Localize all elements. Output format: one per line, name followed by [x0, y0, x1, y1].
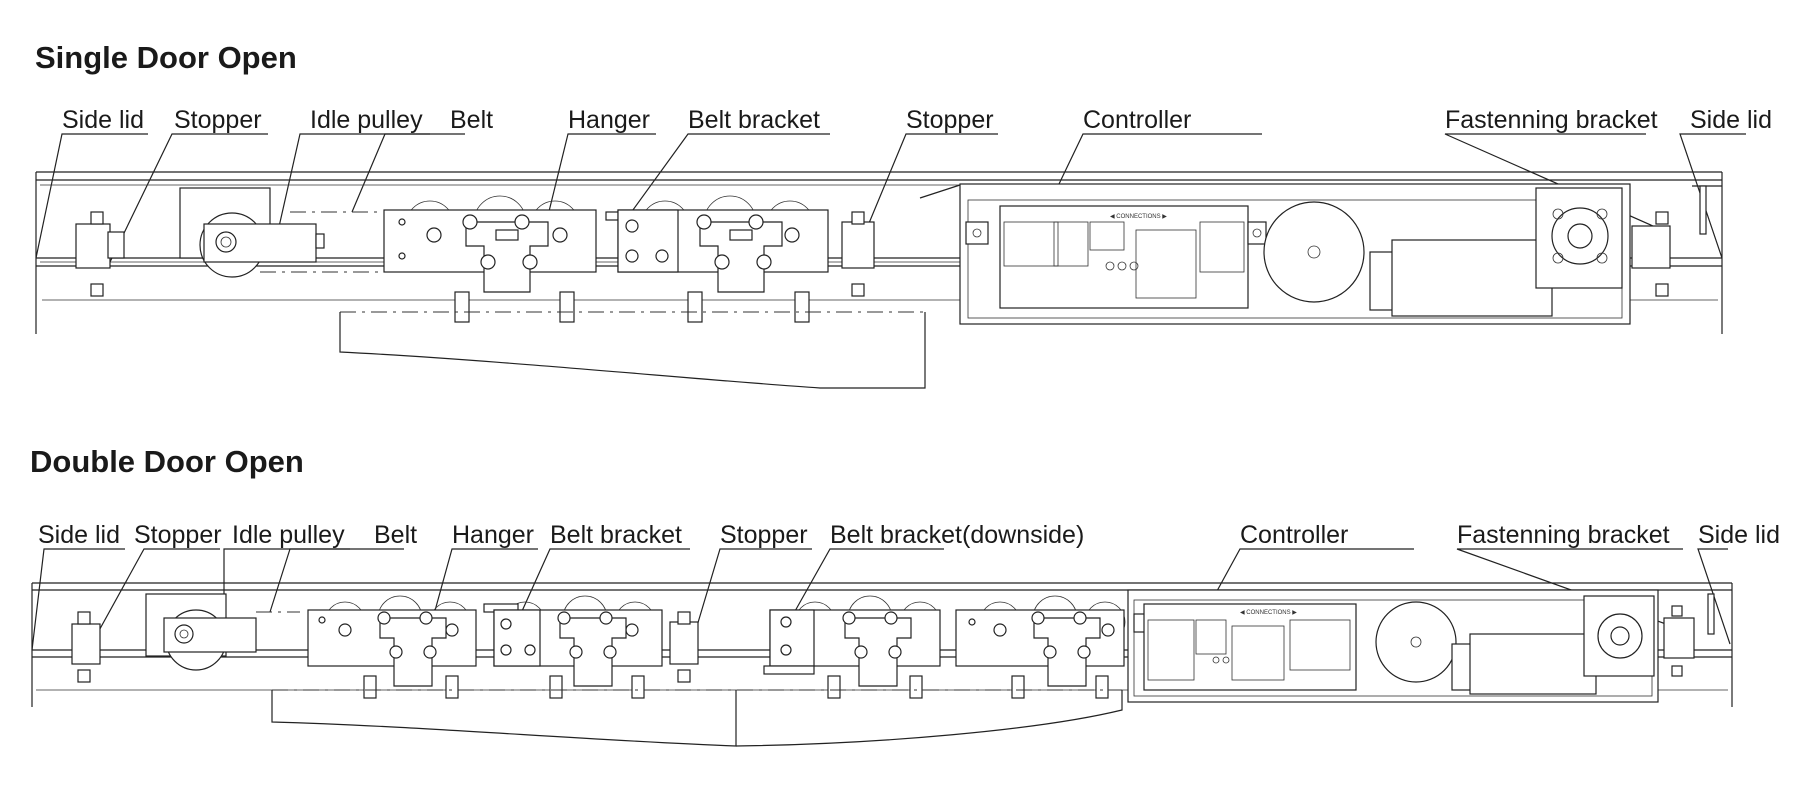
single-stopper-right — [841, 211, 875, 297]
label-hanger: Hanger — [568, 106, 650, 134]
single-hanger-bolts — [454, 291, 810, 323]
label-stopper-right: Stopper — [906, 106, 994, 134]
double-controller-connections: ◀ CONNECTIONS ▶ — [1240, 610, 1297, 616]
single-motor — [1369, 187, 1623, 317]
label-d-controller: Controller — [1240, 521, 1348, 549]
label-stopper-left: Stopper — [174, 106, 262, 134]
double-leader-lines — [31, 548, 1731, 651]
label-d-fastening-bracket: Fastenning bracket — [1457, 521, 1670, 549]
label-belt: Belt — [450, 106, 493, 134]
double-door-title: Double Door Open — [30, 444, 304, 479]
single-stopper-left — [75, 211, 125, 297]
single-controller-connections: ◀ CONNECTIONS ▶ — [1110, 214, 1167, 220]
label-fastening-bracket: Fastenning bracket — [1445, 106, 1658, 134]
double-fastening-bracket — [1663, 593, 1715, 677]
double-idle-pulley — [145, 593, 257, 671]
double-stopper-right — [669, 611, 699, 683]
single-hanger-1 — [383, 195, 597, 293]
label-d-idle-pulley: Idle pulley — [232, 521, 345, 549]
double-door-leaves — [271, 689, 1123, 747]
label-d-hanger: Hanger — [452, 521, 534, 549]
label-side-lid-left: Side lid — [62, 106, 144, 134]
label-d-stopper-left: Stopper — [134, 521, 222, 549]
double-hanger-4 — [955, 595, 1126, 687]
double-hanger-bolts — [363, 675, 1109, 699]
label-idle-pulley: Idle pulley — [310, 106, 423, 134]
label-d-belt: Belt — [374, 521, 417, 549]
single-hanger-2 — [605, 195, 829, 293]
label-controller: Controller — [1083, 106, 1191, 134]
single-fastening-bracket — [1631, 185, 1722, 297]
label-d-belt-bracket: Belt bracket — [550, 521, 682, 549]
single-drive-pulley — [1263, 201, 1365, 303]
label-d-stopper-right: Stopper — [720, 521, 808, 549]
label-d-side-lid-left: Side lid — [38, 521, 120, 549]
label-side-lid-right: Side lid — [1690, 106, 1772, 134]
single-door-title: Single Door Open — [35, 40, 297, 75]
double-labels: Side lid Stopper Idle pulley Belt Hanger… — [38, 521, 1780, 549]
double-stopper-left — [71, 611, 101, 683]
double-hanger-2 — [483, 595, 663, 687]
label-d-side-lid-right: Side lid — [1698, 521, 1780, 549]
single-door-leaf — [339, 311, 926, 389]
double-hanger-3 — [763, 595, 941, 687]
label-d-belt-bracket-downside: Belt bracket(downside) — [830, 521, 1084, 549]
single-labels: Side lid Stopper Idle pulley Belt Hanger… — [62, 106, 1772, 134]
double-hanger-1 — [307, 595, 477, 687]
single-idle-pulley — [179, 187, 325, 278]
double-controller: ◀ CONNECTIONS ▶ — [1127, 589, 1659, 703]
label-belt-bracket: Belt bracket — [688, 106, 820, 134]
